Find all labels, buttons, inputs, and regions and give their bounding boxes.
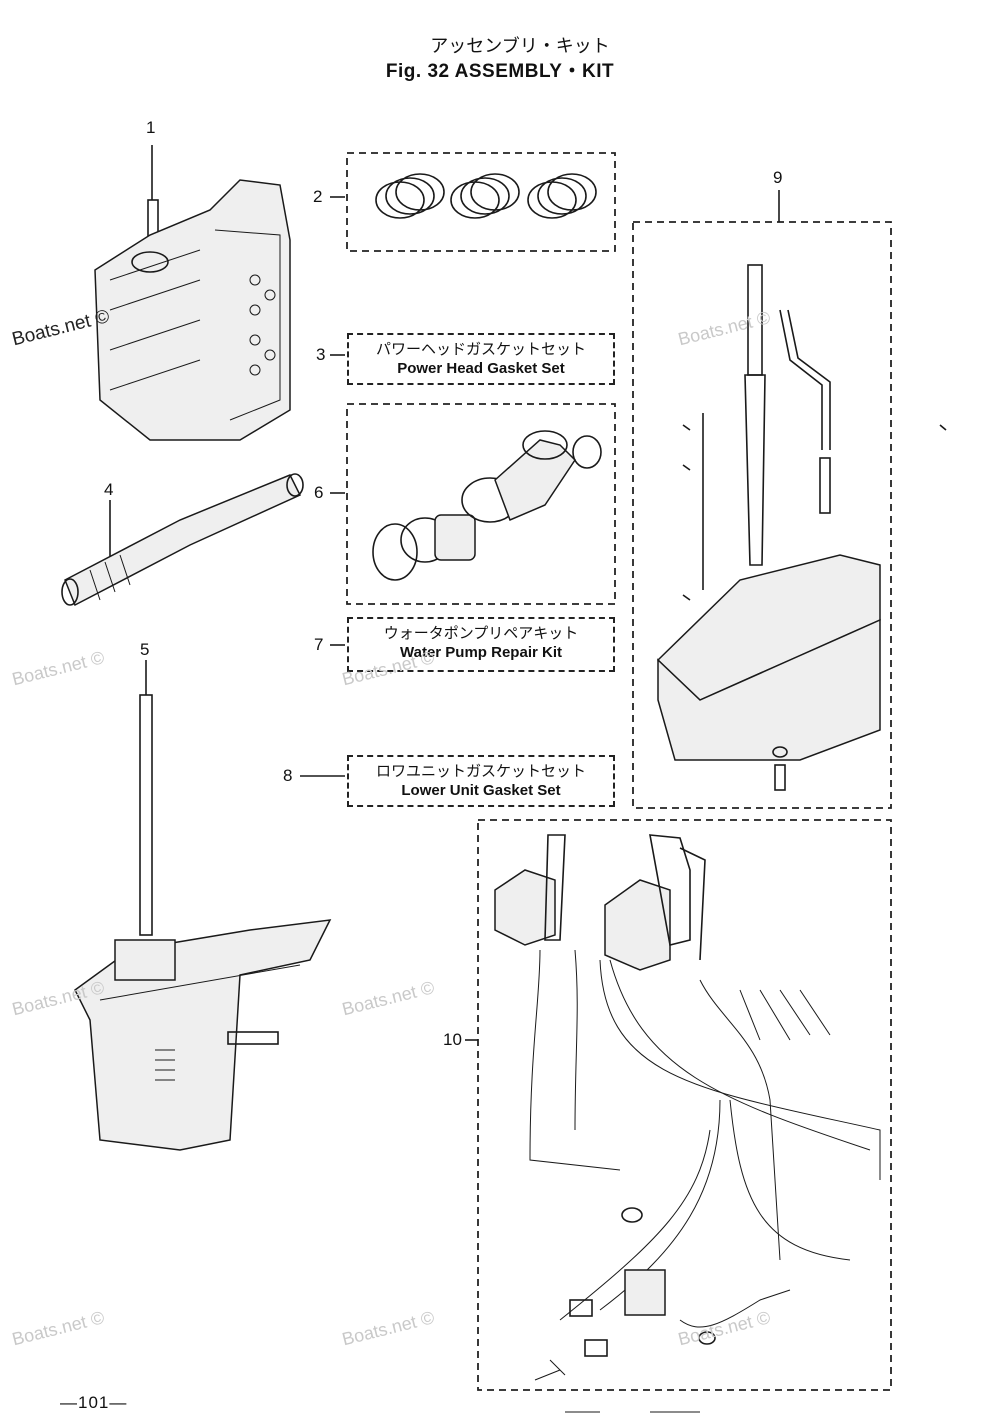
callout-3: 3 [316, 345, 326, 364]
callout-5: 5 [140, 640, 150, 659]
power-head-gasket-set-jp: パワーヘッドガスケットセット [375, 340, 586, 358]
shaft-kit-drawing [656, 264, 947, 791]
piston-rings-drawing [375, 173, 597, 219]
callout-7: 7 [314, 635, 324, 654]
power-head-gasket-set-en: Power Head Gasket Set [397, 360, 565, 377]
lower-unit-gasket-set-label: ロワユニットガスケットセット Lower Unit Gasket Set [347, 755, 615, 807]
figure-title: Fig. 32 ASSEMBLY・KIT [385, 61, 615, 82]
water-pump-repair-kit-jp: ウォータポンプリペアキット [383, 624, 579, 642]
callout-8: 8 [283, 766, 293, 785]
lower-unit-gasket-set-en: Lower Unit Gasket Set [401, 782, 561, 799]
callout-2: 2 [313, 187, 323, 206]
drive-shaft-drawing [61, 473, 304, 607]
water-pump-kit-box [346, 403, 616, 605]
water-pump-repair-kit-en: Water Pump Repair Kit [400, 644, 562, 661]
lower-unit-drawing [74, 694, 332, 1151]
piston-ring-kit-box [346, 152, 616, 252]
water-pump-repair-kit-label: ウォータポンプリペアキット Water Pump Repair Kit [347, 617, 615, 672]
remote-control-kit-box [477, 819, 892, 1391]
callout-1: 1 [146, 118, 156, 137]
power-head-gasket-set-label: パワーヘッドガスケットセット Power Head Gasket Set [347, 333, 615, 385]
callout-6: 6 [314, 483, 324, 502]
callout-10: 10 [443, 1030, 462, 1049]
lower-unit-gasket-set-jp: ロワユニットガスケットセット [375, 762, 586, 780]
page-number: —101— [60, 1393, 128, 1412]
shaft-kit-box [632, 221, 892, 809]
figure-title-japanese: アッセンブリ・キット [430, 36, 610, 57]
power-head-drawing [94, 179, 291, 441]
remote-control-drawing [494, 834, 881, 1381]
callout-9: 9 [773, 168, 783, 187]
callout-4: 4 [104, 480, 114, 499]
water-pump-parts-drawing [372, 430, 602, 581]
